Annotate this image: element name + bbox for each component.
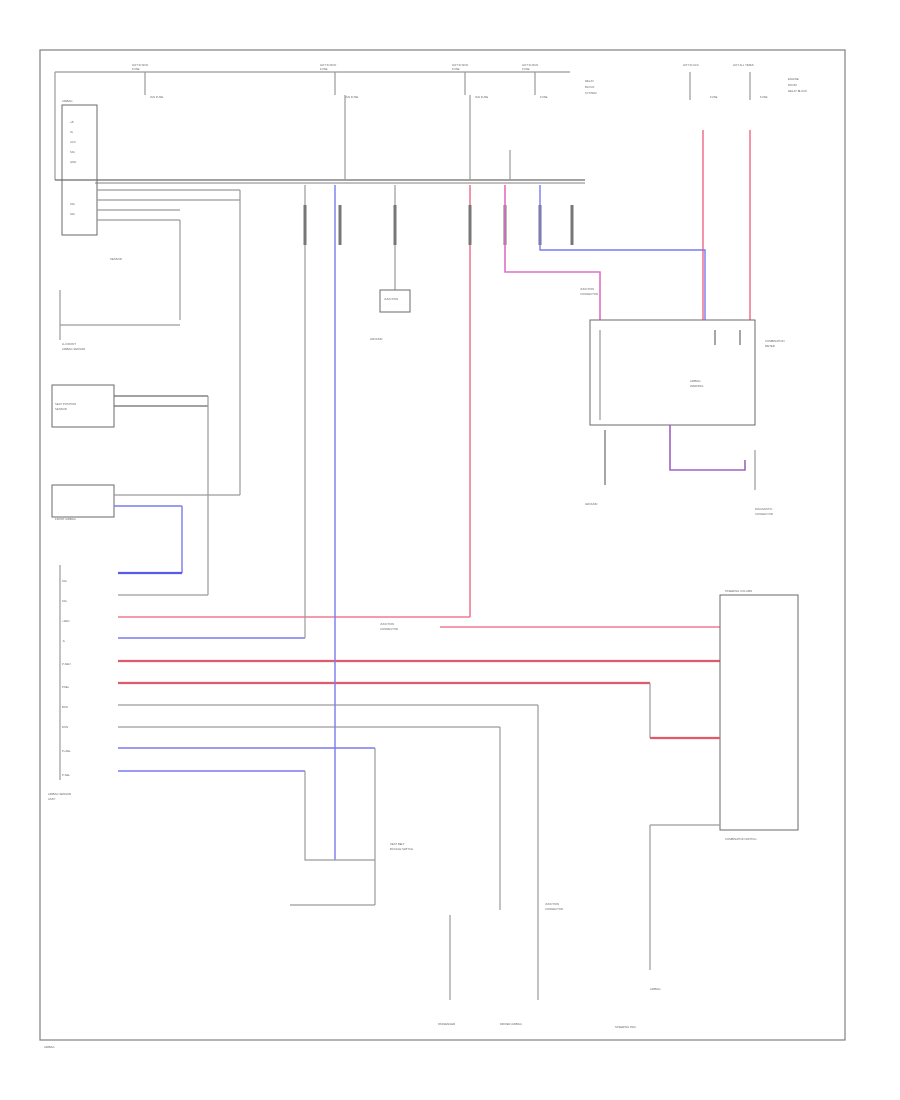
svg-text:-S: -S (62, 639, 65, 643)
svg-text:HOT IN RUN: HOT IN RUN (132, 63, 148, 67)
svg-text:IGN FUSE: IGN FUSE (345, 95, 358, 99)
svg-text:ASSY: ASSY (48, 797, 56, 801)
svg-text:SENSOR: SENSOR (55, 407, 67, 411)
svg-text:FUSE: FUSE (320, 67, 328, 71)
left-switch-module: SENSOR LH FRONT AIRBAG SENSOR (59, 220, 181, 351)
svg-text:RELAY: RELAY (585, 79, 594, 83)
fuse-labels: HOT IN RUN FUSE HOT IN RUN FUSE HOT IN R… (132, 63, 597, 99)
svg-text:P-SEN: P-SEN (62, 662, 71, 666)
svg-text:GROUND: GROUND (585, 502, 597, 506)
svg-text:LH FRONT: LH FRONT (62, 342, 76, 346)
svg-text:AIRBAG SENSOR: AIRBAG SENSOR (62, 347, 85, 351)
svg-text:BUCKLE SWITCH: BUCKLE SWITCH (390, 847, 413, 851)
svg-text:ENGINE: ENGINE (788, 77, 799, 81)
svg-text:COMBINATION SWITCH: COMBINATION SWITCH (725, 837, 756, 841)
svg-text:METER: METER (765, 344, 775, 348)
svg-text:DRIVER AIRBAG: DRIVER AIRBAG (500, 1022, 522, 1026)
svg-text:SIG: SIG (70, 202, 75, 206)
svg-text:DSN: DSN (62, 725, 68, 729)
svg-text:SENSOR: SENSOR (110, 257, 122, 261)
svg-text:HOT IN ACC: HOT IN ACC (683, 63, 699, 67)
svg-text:SIG: SIG (70, 212, 75, 216)
vertical-wires (303, 185, 574, 860)
svg-text:FUSE: FUSE (760, 95, 768, 99)
svg-text:SYSTEM: SYSTEM (585, 91, 597, 95)
svg-text:PASSENGER: PASSENGER (438, 1022, 455, 1026)
svg-text:JUNCTION: JUNCTION (545, 902, 559, 906)
svg-text:AIRBAG SENSOR: AIRBAG SENSOR (48, 792, 71, 796)
svg-text:GND: GND (70, 160, 76, 164)
footer-code: AIRBAG (44, 1045, 55, 1049)
center-ground: JUNCTION GROUND (370, 289, 411, 341)
svg-text:FUSE: FUSE (452, 67, 460, 71)
svg-text:HOT ALL TIMES: HOT ALL TIMES (733, 63, 754, 67)
svg-text:FUSE: FUSE (522, 67, 530, 71)
bottom-components: SEAT BELT BUCKLE SWITCH JUNCTION CONNECT… (290, 705, 636, 1029)
svg-text:ACC: ACC (70, 140, 76, 144)
svg-text:DIAGNOSTIC: DIAGNOSTIC (755, 507, 772, 511)
svg-text:BSN: BSN (62, 705, 68, 709)
harness-wires: JUNCTION CONNECTOR (118, 571, 720, 772)
combination-meter-upper: COMBINATION METER AIRBAG WARNING GROUND … (585, 319, 785, 516)
svg-text:HOT IN RUN: HOT IN RUN (452, 63, 468, 67)
svg-text:IGN FUSE: IGN FUSE (475, 95, 488, 99)
svg-text:STEERING PAD: STEERING PAD (615, 1025, 636, 1029)
svg-text:+SEN: +SEN (62, 619, 69, 623)
top-power-bus (54, 71, 585, 184)
top-left-connector: AIRBAG +B IG ACC SIG GND SIG SIG (61, 99, 241, 495)
svg-text:SEAT POSITION: SEAT POSITION (55, 402, 76, 406)
svg-text:SIG: SIG (70, 150, 75, 154)
svg-text:PSEL: PSEL (62, 685, 70, 689)
diagram-frame (39, 49, 846, 1041)
svg-text:+B: +B (70, 120, 74, 124)
svg-text:HOT IN RUN: HOT IN RUN (522, 63, 538, 67)
svg-text:JUNCTION: JUNCTION (384, 297, 398, 301)
svg-text:AIRBAG: AIRBAG (690, 379, 701, 383)
svg-text:RELAY BLOCK: RELAY BLOCK (788, 89, 807, 93)
svg-text:CONNECTOR: CONNECTOR (580, 292, 598, 296)
svg-text:WARNING: WARNING (690, 384, 703, 388)
svg-text:AIRBAG: AIRBAG (650, 987, 661, 991)
svg-text:P+SEL: P+SEL (62, 749, 71, 753)
svg-text:FRONT AIRBAG: FRONT AIRBAG (55, 517, 76, 521)
svg-text:SIG: SIG (62, 579, 67, 583)
svg-text:FUSE: FUSE (132, 67, 140, 71)
svg-text:FUSE: FUSE (710, 95, 718, 99)
svg-text:GROUND: GROUND (370, 337, 382, 341)
svg-text:IGN FUSE: IGN FUSE (150, 95, 163, 99)
svg-text:ROOM: ROOM (788, 83, 797, 87)
svg-text:P-SEL: P-SEL (62, 773, 71, 777)
svg-text:SIG: SIG (62, 599, 67, 603)
svg-text:COMBINATION: COMBINATION (765, 339, 785, 343)
combination-switch: STEERING COLUMN COMBINATION SWITCH AIRBA… (649, 589, 799, 991)
svg-text:FUSE: FUSE (540, 95, 548, 99)
right-fuses: HOT IN ACC HOT ALL TIMES FUSE FUSE ENGIN… (683, 63, 807, 320)
svg-text:SEAT BELT: SEAT BELT (390, 842, 405, 846)
svg-text:JUNCTION: JUNCTION (580, 287, 594, 291)
svg-text:CONNECTOR: CONNECTOR (755, 512, 773, 516)
svg-text:BLOCK: BLOCK (585, 85, 595, 89)
svg-text:CONNECTOR: CONNECTOR (545, 907, 563, 911)
right-upper-wires: JUNCTION CONNECTOR (504, 185, 706, 320)
airbag-ecu-connector: SIG SIG +SEN -S P-SEN PSEL BSN DSN P+SEL… (48, 565, 71, 801)
svg-text:IG: IG (70, 130, 73, 134)
svg-text:STEERING COLUMN: STEERING COLUMN (725, 589, 752, 593)
svg-text:AIRBAG: AIRBAG (62, 99, 73, 103)
svg-text:JUNCTION: JUNCTION (380, 622, 394, 626)
left-sensor-boxes: SEAT POSITION SENSOR FRONT AIRBAG (51, 384, 240, 595)
svg-text:HOT IN RUN: HOT IN RUN (320, 63, 336, 67)
svg-text:CONNECTOR: CONNECTOR (380, 627, 398, 631)
